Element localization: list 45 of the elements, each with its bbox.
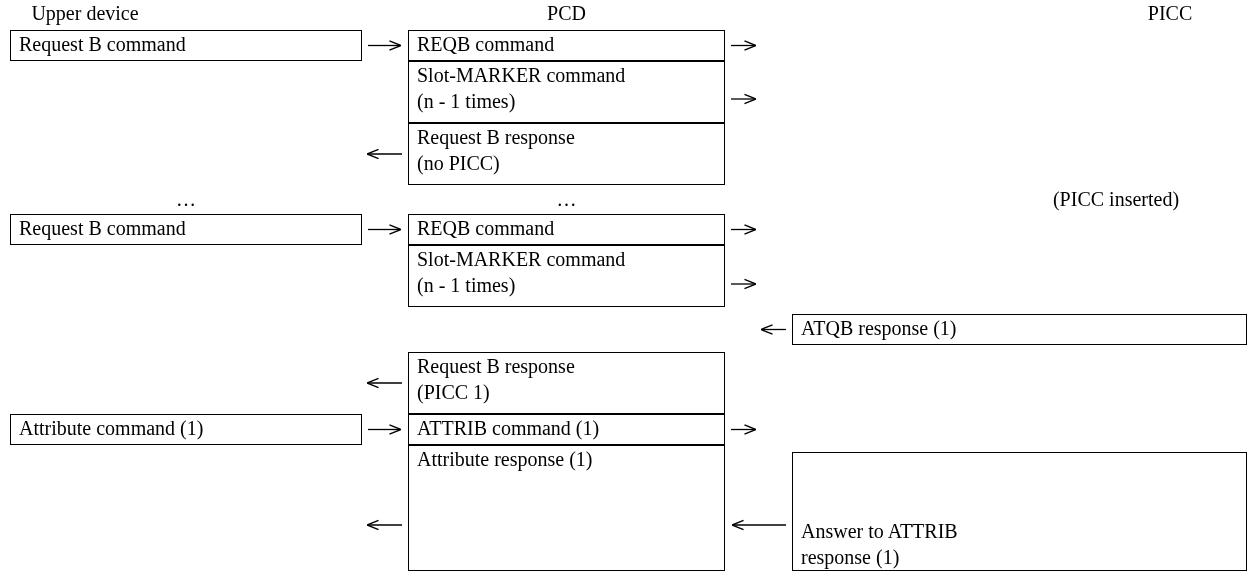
message-text: Attribute command (1): [19, 416, 205, 441]
message-box: [792, 452, 1247, 571]
message-box: [408, 414, 725, 445]
message-text: ATTRIB command (1): [417, 416, 601, 441]
message-text: REQB command: [417, 216, 556, 241]
message-text: REQB command: [417, 32, 556, 57]
column-heading: Upper device: [31, 1, 139, 26]
message-box: [408, 123, 725, 185]
arrow: [730, 93, 757, 105]
column-heading: …: [176, 187, 196, 212]
arrow: [367, 424, 402, 435]
arrow: [367, 224, 402, 235]
message-text: ATQB response (1): [801, 316, 958, 341]
message-box: [10, 214, 362, 245]
message-box: [408, 445, 725, 571]
message-box: [408, 352, 725, 414]
message-text: Request B response (PICC 1): [417, 354, 576, 405]
column-heading: PICC: [1147, 1, 1193, 26]
message-text: Request B response (no PICC): [417, 125, 576, 176]
arrow: [731, 519, 787, 531]
arrow: [730, 224, 757, 235]
arrow: [730, 278, 757, 290]
message-text: Attribute response (1): [417, 447, 594, 472]
arrow: [760, 324, 787, 335]
column-heading: (PICC inserted): [1052, 187, 1180, 212]
message-box: [408, 214, 725, 245]
message-box: [408, 61, 725, 123]
arrow: [730, 40, 757, 51]
message-box: [792, 314, 1247, 345]
message-box: [10, 30, 362, 61]
column-heading: …: [556, 187, 577, 212]
arrow: [366, 519, 403, 531]
message-text: Answer to ATTRIB response (1): [801, 519, 959, 570]
arrow: [730, 424, 757, 435]
message-text: Request B command: [19, 32, 187, 57]
message-box: [10, 414, 362, 445]
arrow: [367, 40, 402, 51]
arrow: [366, 148, 403, 160]
message-text: Request B command: [19, 216, 187, 241]
message-text: Slot-MARKER command (n - 1 times): [417, 63, 627, 114]
arrow: [366, 377, 403, 389]
message-box: [408, 245, 725, 307]
column-heading: PCD: [547, 1, 586, 26]
message-box: [408, 30, 725, 61]
message-text: Slot-MARKER command (n - 1 times): [417, 247, 627, 298]
